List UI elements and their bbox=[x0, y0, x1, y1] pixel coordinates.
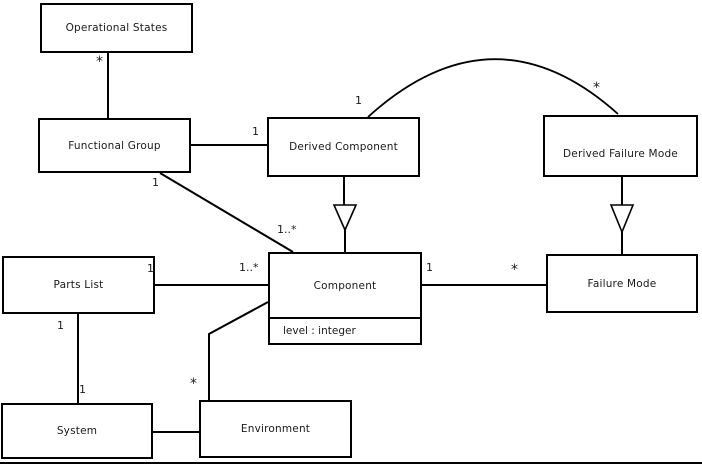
class-derived-failure-mode-label: Derived Failure Mode bbox=[563, 148, 678, 160]
multiplicity-component-left-many: 1..* bbox=[239, 261, 259, 274]
class-parts-list[interactable]: Parts List bbox=[2, 256, 155, 314]
multiplicity-operational-states-star: * bbox=[96, 54, 103, 70]
class-system-label: System bbox=[56, 425, 98, 437]
class-environment-label: Environment bbox=[240, 423, 311, 435]
class-environment[interactable]: Environment bbox=[199, 400, 352, 458]
multiplicity-component-right-one: 1 bbox=[426, 261, 433, 274]
multiplicity-arc-derived-component-one: 1 bbox=[355, 94, 362, 107]
multiplicity-failure-mode-star: * bbox=[511, 262, 518, 278]
multiplicity-derived-component-one: 1 bbox=[252, 125, 259, 138]
generalization-triangle-component bbox=[332, 204, 358, 232]
class-functional-group-label: Functional Group bbox=[68, 139, 161, 152]
class-component[interactable]: Component level : integer bbox=[268, 252, 422, 345]
multiplicity-parts-list-one: 1 bbox=[147, 262, 154, 275]
multiplicity-component-top-many: 1..* bbox=[277, 223, 297, 236]
class-derived-component-label: Derived Component bbox=[289, 141, 398, 153]
class-derived-failure-mode[interactable]: Derived Failure Mode bbox=[543, 115, 698, 177]
generalization-triangle-failure-mode bbox=[609, 204, 635, 235]
multiplicity-environment-star: * bbox=[190, 376, 197, 392]
multiplicity-functional-group-one: 1 bbox=[152, 176, 159, 189]
class-component-label: Component bbox=[313, 279, 377, 292]
class-component-attribute: level : integer bbox=[270, 317, 420, 343]
multiplicity-system-one: 1 bbox=[79, 383, 86, 396]
class-operational-states[interactable]: Operational States bbox=[40, 3, 193, 53]
multiplicity-arc-derived-failure-mode-star: * bbox=[593, 80, 600, 96]
edge-functional-group-component bbox=[159, 172, 294, 253]
class-failure-mode-label: Failure Mode bbox=[587, 277, 657, 290]
multiplicity-parts-list-bottom-one: 1 bbox=[57, 319, 64, 332]
class-operational-states-label: Operational States bbox=[65, 22, 168, 34]
class-functional-group[interactable]: Functional Group bbox=[38, 118, 191, 173]
edge-environment-component bbox=[208, 301, 269, 400]
class-failure-mode[interactable]: Failure Mode bbox=[546, 254, 698, 313]
class-derived-component[interactable]: Derived Component bbox=[267, 117, 420, 177]
edge-derived-component-derived-failure-mode-arc bbox=[367, 58, 619, 118]
class-system[interactable]: System bbox=[1, 403, 153, 459]
class-parts-list-label: Parts List bbox=[53, 279, 104, 291]
